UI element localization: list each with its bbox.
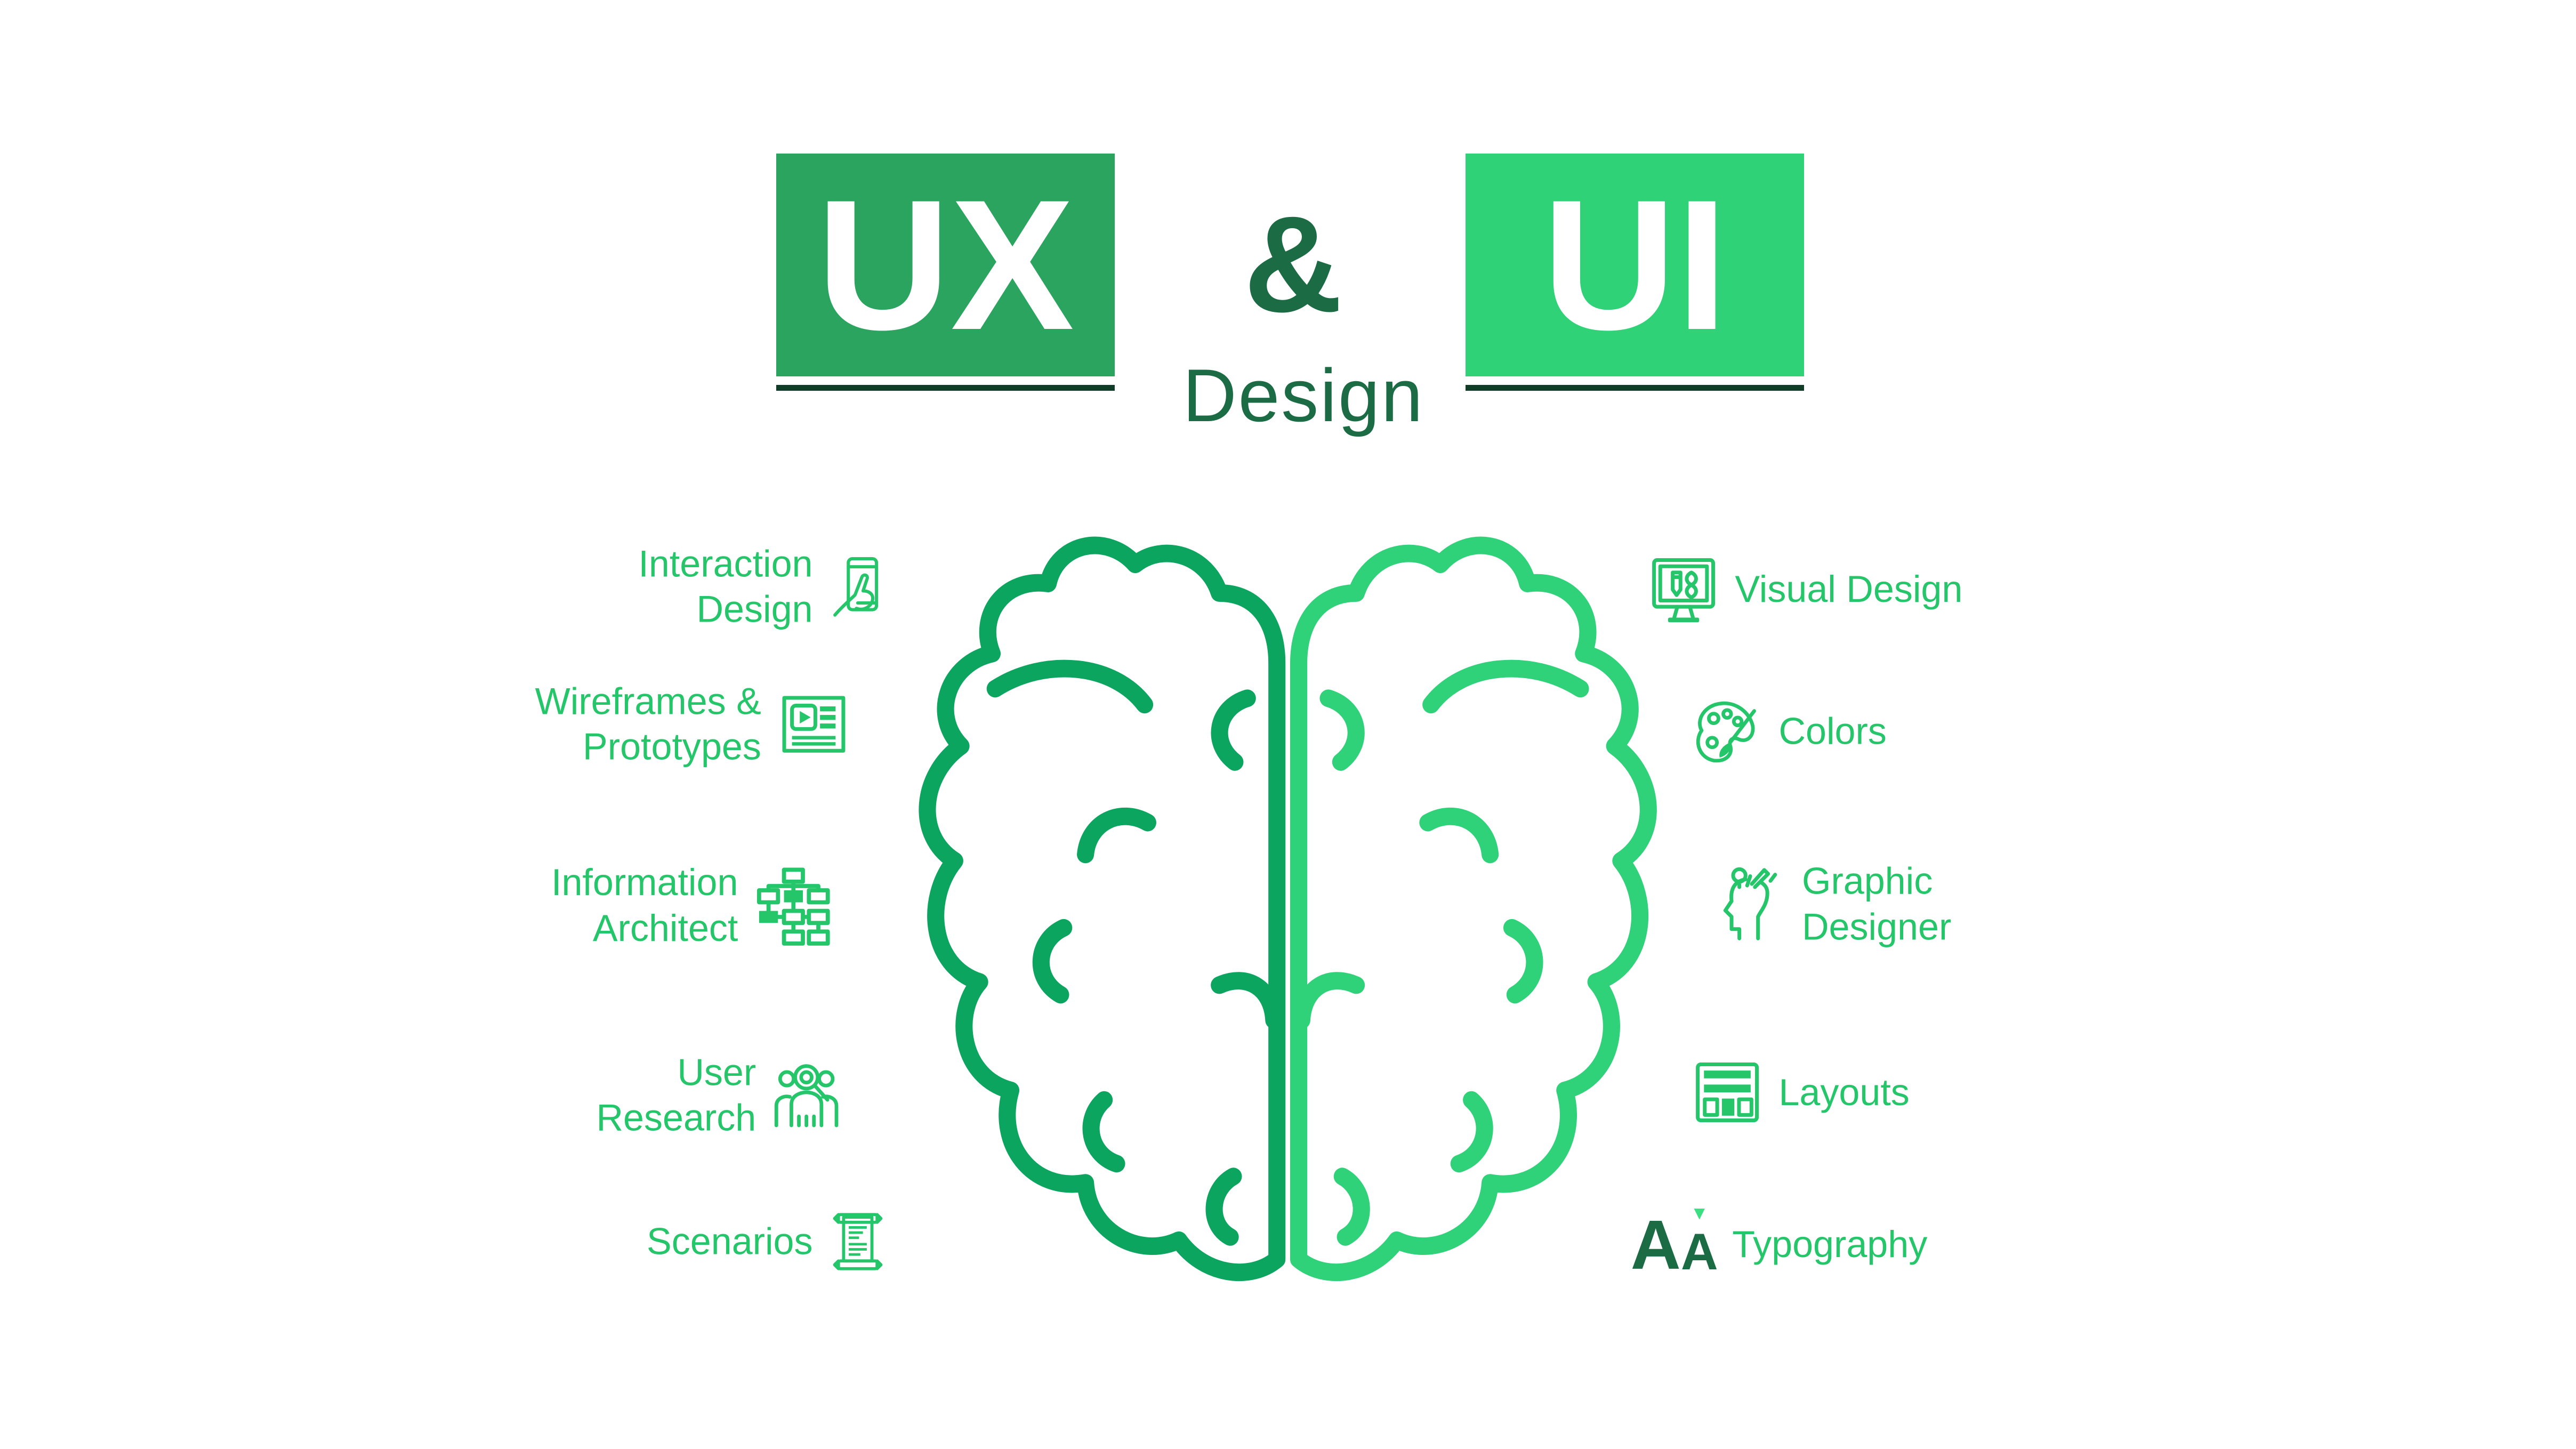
ux-item-label: Information Architect [551,862,738,949]
ux-item-scenarios: Scenarios [647,1206,889,1278]
user-research-icon [774,1064,839,1128]
brain-right-hemisphere [1290,536,1657,1281]
ui-item-label: Layouts [1778,1071,1910,1113]
ux-item-wireframes-prototypes: Wireframes & Prototypes [535,679,853,770]
ui-item-graphic-designer: Graphic Designer [1713,859,1951,950]
ux-item-label: User Research [596,1051,756,1139]
ux-badge-underline [776,384,1115,391]
colors-palette-icon [1696,701,1756,762]
ui-badge-underline [1466,384,1805,391]
ux-item-user-research: User Research [596,1050,842,1141]
visual-design-icon [1652,558,1715,623]
ui-badge-label: UI [1542,161,1728,369]
ui-item-colors: Colors [1693,696,1887,768]
ui-item-label: Colors [1778,710,1887,752]
ui-item-label: Typography [1732,1223,1928,1266]
ui-badge: UI [1466,154,1805,377]
font-size-marker-icon: ▼ [1690,1203,1709,1223]
ux-item-label: Interaction Design [638,543,813,630]
ui-item-layouts: Layouts [1690,1052,1910,1132]
ux-badge-label: UX [816,161,1074,369]
ux-item-information-architect: Information Architect [551,859,835,952]
ampersand-text: & [1244,188,1343,341]
ui-item-label: Graphic Designer [1801,860,1952,948]
wireframes-prototypes-icon [782,696,846,753]
ui-item-visual-design: Visual Design [1646,550,1963,630]
information-architect-icon [756,867,830,946]
brain-illustration [919,536,1657,1281]
layouts-icon [1695,1062,1759,1123]
ux-badge: UX [776,154,1115,377]
ui-item-label: Visual Design [1735,568,1963,610]
ux-item-label: Wireframes & Prototypes [535,680,761,768]
ui-item-typography: A ▼A Typography [1630,1203,1928,1284]
design-subtitle: Design [1182,353,1424,437]
ux-item-interaction-design: Interaction Design [638,541,891,632]
interaction-design-icon [833,557,879,617]
typography-icon: A ▼A [1630,1203,1718,1284]
scenarios-icon [833,1213,883,1270]
brain-left-hemisphere [919,536,1286,1281]
ux-item-label: Scenarios [647,1220,813,1262]
graphic-designer-icon [1724,867,1777,940]
